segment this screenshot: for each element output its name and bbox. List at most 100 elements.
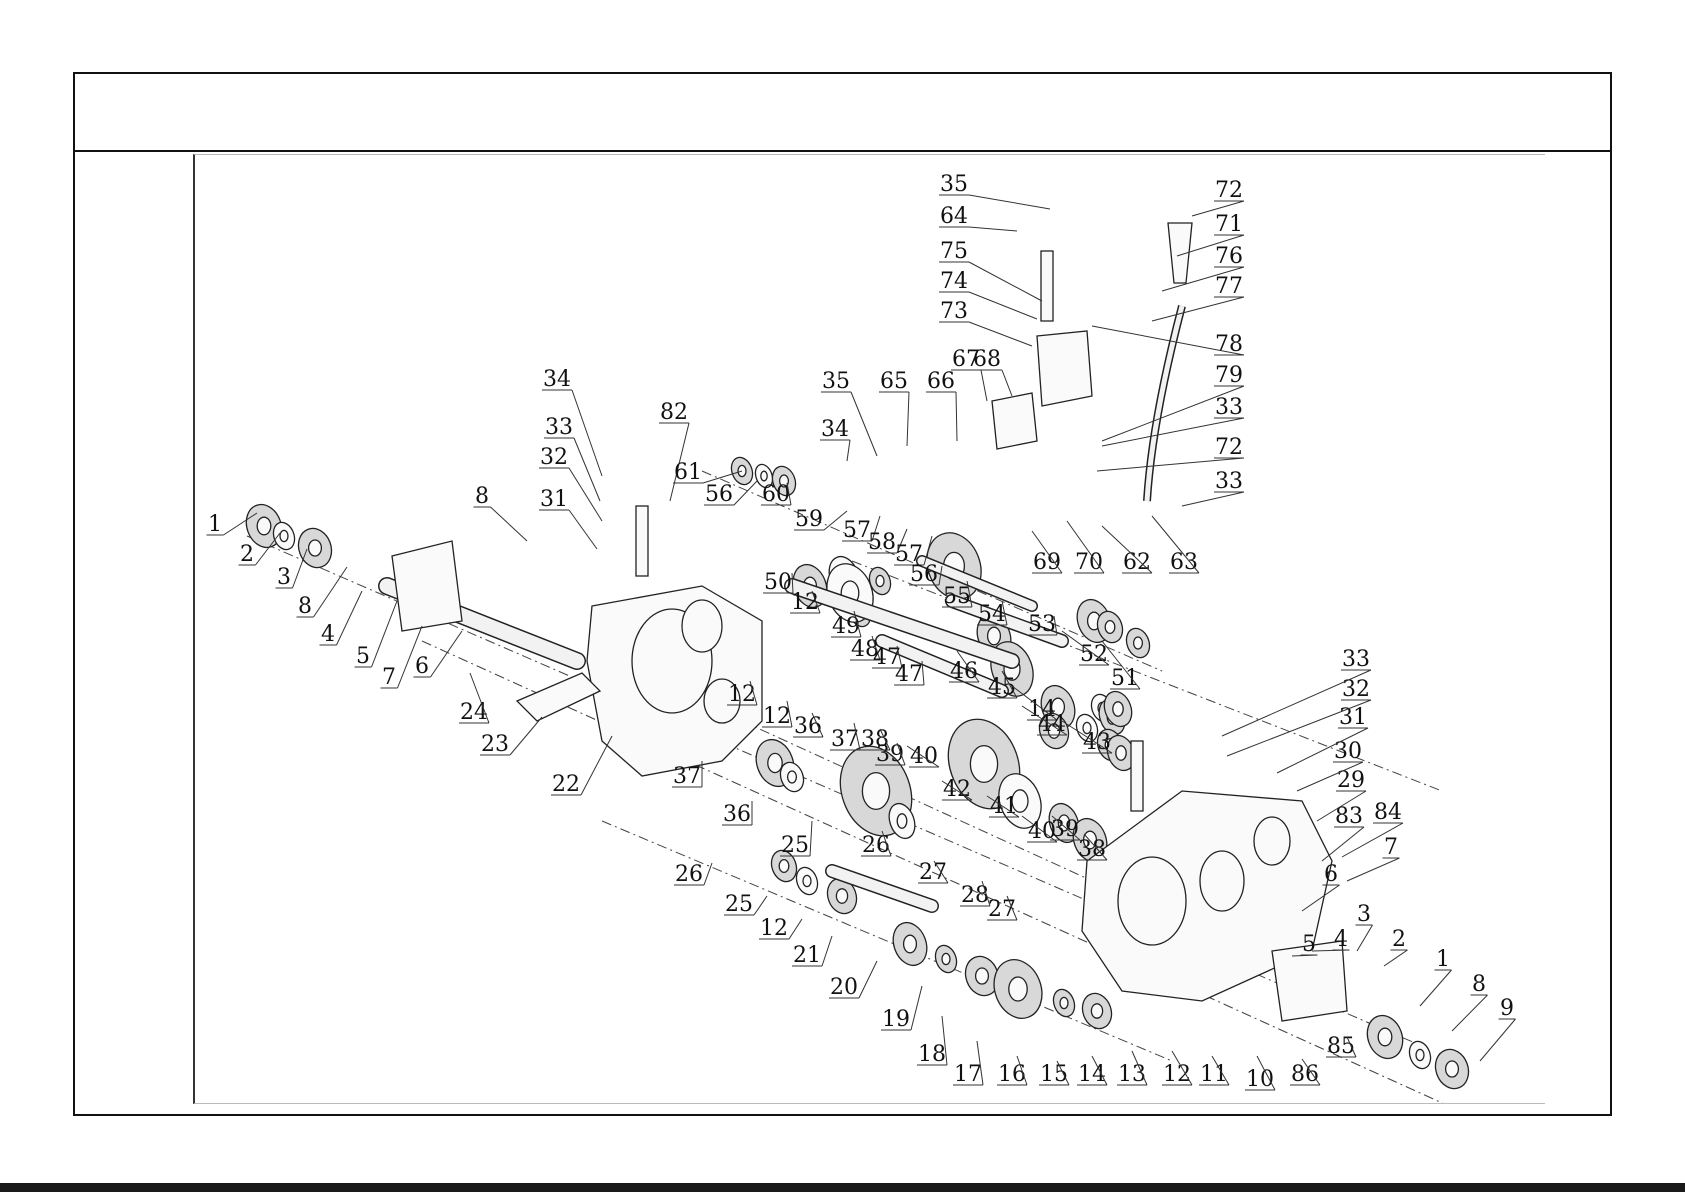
- callout-number: 36: [723, 802, 751, 827]
- leader-line: [881, 830, 892, 857]
- callout-number: 86: [1291, 1062, 1319, 1087]
- callout-number: 16: [998, 1062, 1026, 1087]
- leader-line: [871, 515, 881, 542]
- leader-line: [933, 860, 949, 884]
- bore-hole-shape: [778, 474, 790, 488]
- callout-number: 83: [1335, 804, 1363, 829]
- leader-line: [1176, 234, 1245, 257]
- callout-number: 33: [1342, 647, 1370, 672]
- leader-line: [788, 918, 803, 940]
- shaft-body: [876, 635, 1008, 697]
- bore-hole-shape: [1444, 1060, 1460, 1078]
- callout-number: 57: [895, 542, 923, 567]
- callout-number: 12: [791, 590, 819, 615]
- callout-number: 34: [543, 367, 571, 392]
- callout-number: 77: [1215, 274, 1243, 299]
- callout-number: 33: [1215, 469, 1243, 494]
- callout-number: 41: [990, 794, 1018, 819]
- leader-line: [1061, 630, 1110, 666]
- bore-hole-shape: [767, 752, 783, 774]
- leader-line: [580, 735, 613, 796]
- callout-number: 25: [781, 833, 809, 858]
- leader-line: [968, 261, 1043, 302]
- leader-line: [853, 610, 862, 638]
- callout-number: 62: [1123, 550, 1151, 575]
- leader-line: [1276, 727, 1369, 774]
- callout-number: 2: [240, 542, 254, 567]
- end-cover-plate: [1271, 940, 1348, 1022]
- leader-line: [968, 194, 1051, 210]
- leader-line: [896, 742, 906, 766]
- leader-line: [753, 895, 768, 916]
- bore-hole-shape: [896, 813, 908, 829]
- bore-hole-shape: [861, 771, 891, 811]
- callout-number: 79: [1215, 363, 1243, 388]
- assembly-axis-line: [601, 820, 1173, 1062]
- leader-line: [1181, 491, 1245, 507]
- callout-number: 25: [725, 892, 753, 917]
- leader-line: [1356, 924, 1373, 952]
- callout-number: 23: [481, 732, 509, 757]
- leader-line: [1151, 296, 1245, 322]
- leader-line: [791, 572, 794, 594]
- callout-number: 27: [919, 860, 947, 885]
- callout-number: 11: [1200, 1062, 1228, 1087]
- callout-number: 64: [940, 204, 968, 229]
- leader-line: [853, 722, 861, 751]
- housing-opening: [1253, 816, 1291, 866]
- leader-line: [703, 862, 713, 886]
- leader-line: [879, 728, 891, 751]
- callout-number: 31: [1339, 705, 1367, 730]
- bore-hole-shape: [1112, 701, 1124, 717]
- leader-line: [749, 680, 758, 706]
- callout-number: 68: [973, 347, 1001, 372]
- assembly-axis-line: [421, 640, 1444, 1103]
- callout-number: 70: [1075, 550, 1103, 575]
- callout-number: 73: [940, 299, 968, 324]
- leader-line: [910, 985, 923, 1031]
- leader-line: [1001, 670, 1018, 699]
- callout-number: 71: [1215, 212, 1243, 237]
- leader-line: [1321, 826, 1365, 862]
- leader-line: [1419, 969, 1452, 1007]
- parts-layer: [245, 222, 1470, 1103]
- leader-line: [1479, 1018, 1516, 1062]
- callout-number: 33: [545, 415, 573, 440]
- housing-opening: [1117, 856, 1187, 946]
- leader-line: [1341, 822, 1404, 858]
- callout-number: 84: [1374, 800, 1402, 825]
- callout-number: 20: [830, 975, 858, 1000]
- callout-number: 35: [940, 172, 968, 197]
- callout-number: 1: [1436, 947, 1450, 972]
- callout-number: 59: [795, 507, 823, 532]
- leader-line: [1101, 417, 1245, 447]
- callout-number: 56: [910, 562, 938, 587]
- housing-opening: [1199, 850, 1245, 912]
- callout-number: 31: [540, 487, 568, 512]
- callout-number: 21: [793, 943, 821, 968]
- callout-number: 49: [832, 614, 860, 639]
- housing-opening: [703, 678, 741, 724]
- bore-hole-shape: [835, 888, 849, 904]
- callout-number: 54: [978, 602, 1006, 627]
- leader-line: [223, 512, 258, 536]
- callout-number: 67: [952, 347, 980, 372]
- callout-number: 53: [1028, 612, 1056, 637]
- leader-line: [1101, 640, 1141, 690]
- vertical-shift-shaft: [1130, 740, 1144, 812]
- shaft-body: [826, 865, 938, 912]
- leader-line: [568, 509, 598, 550]
- leader-line: [809, 820, 813, 857]
- leader-line: [1301, 1058, 1321, 1086]
- shift-lever-rod-body: [1144, 305, 1185, 502]
- shift-tower-housing: [1036, 330, 1093, 407]
- callout-number: 12: [763, 704, 791, 729]
- callout-number: 39: [876, 742, 904, 767]
- leader-line: [1221, 669, 1372, 737]
- callout-number: 42: [943, 777, 971, 802]
- shaft-body: [946, 595, 1068, 647]
- bore-hole-shape: [969, 744, 999, 784]
- callout-number: 78: [1215, 332, 1243, 357]
